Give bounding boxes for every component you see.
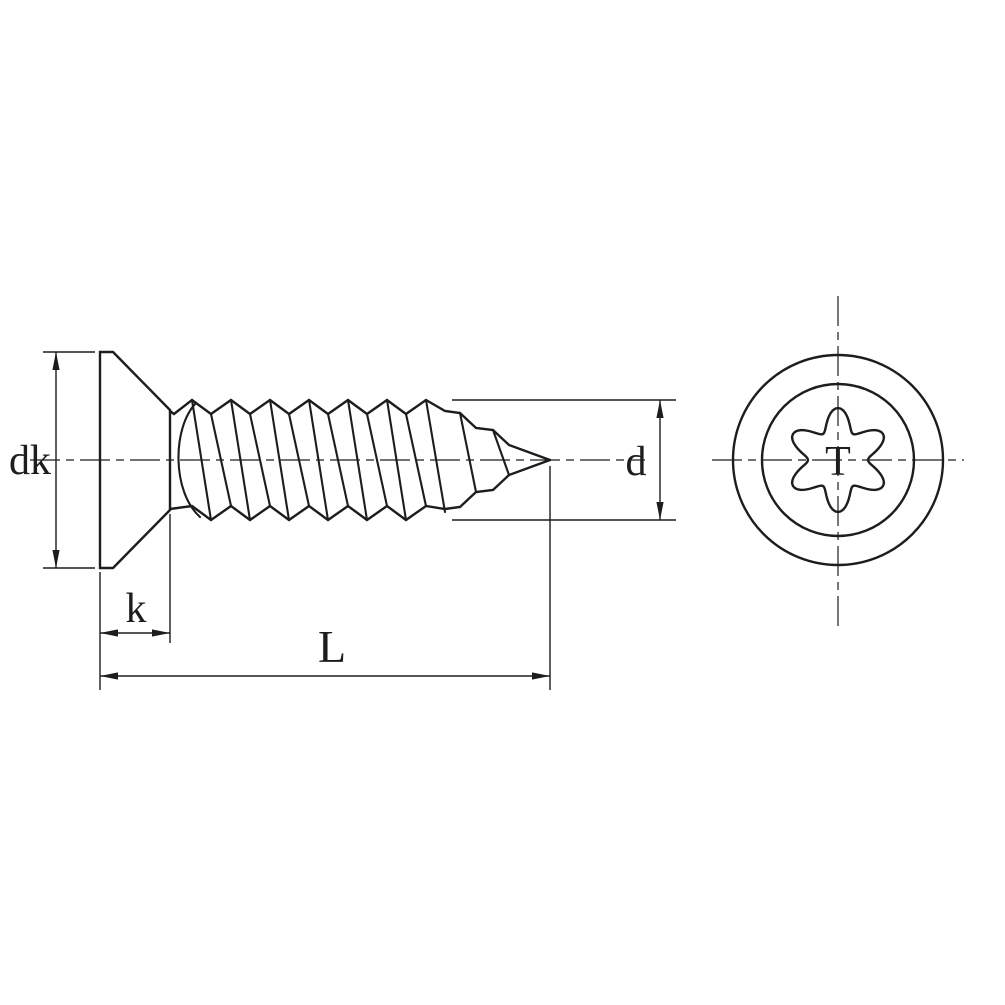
dimension-d: d xyxy=(452,399,676,521)
thread-crest-line xyxy=(346,398,369,522)
thread-root-line xyxy=(209,412,233,508)
thread-root-line xyxy=(365,412,389,508)
dimension-L: L xyxy=(100,466,551,690)
d-label: d xyxy=(626,439,647,485)
torx-size-label: T xyxy=(825,439,851,485)
dimension-k: k xyxy=(99,514,171,690)
thread-crest-line xyxy=(424,398,447,514)
k-label: k xyxy=(126,586,147,632)
L-label: L xyxy=(318,621,346,672)
front-view: T xyxy=(712,296,964,626)
thread-root-line xyxy=(326,412,350,508)
thread-profile-bottom xyxy=(168,458,552,522)
dk-label: dk xyxy=(9,438,51,484)
thread-crest-line xyxy=(307,398,330,522)
thread-crest-line xyxy=(229,398,252,522)
thread-crest-line xyxy=(190,398,213,522)
thread-root-line xyxy=(404,412,428,508)
dimension-dk: dk xyxy=(9,351,95,569)
thread-crest-line xyxy=(268,398,291,522)
thread-crest-line xyxy=(385,398,408,522)
thread-runout-curve xyxy=(177,401,202,519)
thread-tip-line xyxy=(458,411,478,494)
thread-root-line xyxy=(248,412,272,508)
torx-recess xyxy=(790,406,886,514)
side-view: dk d k L xyxy=(9,350,676,690)
thread-root-line xyxy=(287,412,311,508)
head-inner-circle xyxy=(760,382,916,538)
thread-helix-lines xyxy=(177,398,511,522)
head-outer-circle xyxy=(731,353,945,567)
thread-tip-line xyxy=(491,428,511,477)
